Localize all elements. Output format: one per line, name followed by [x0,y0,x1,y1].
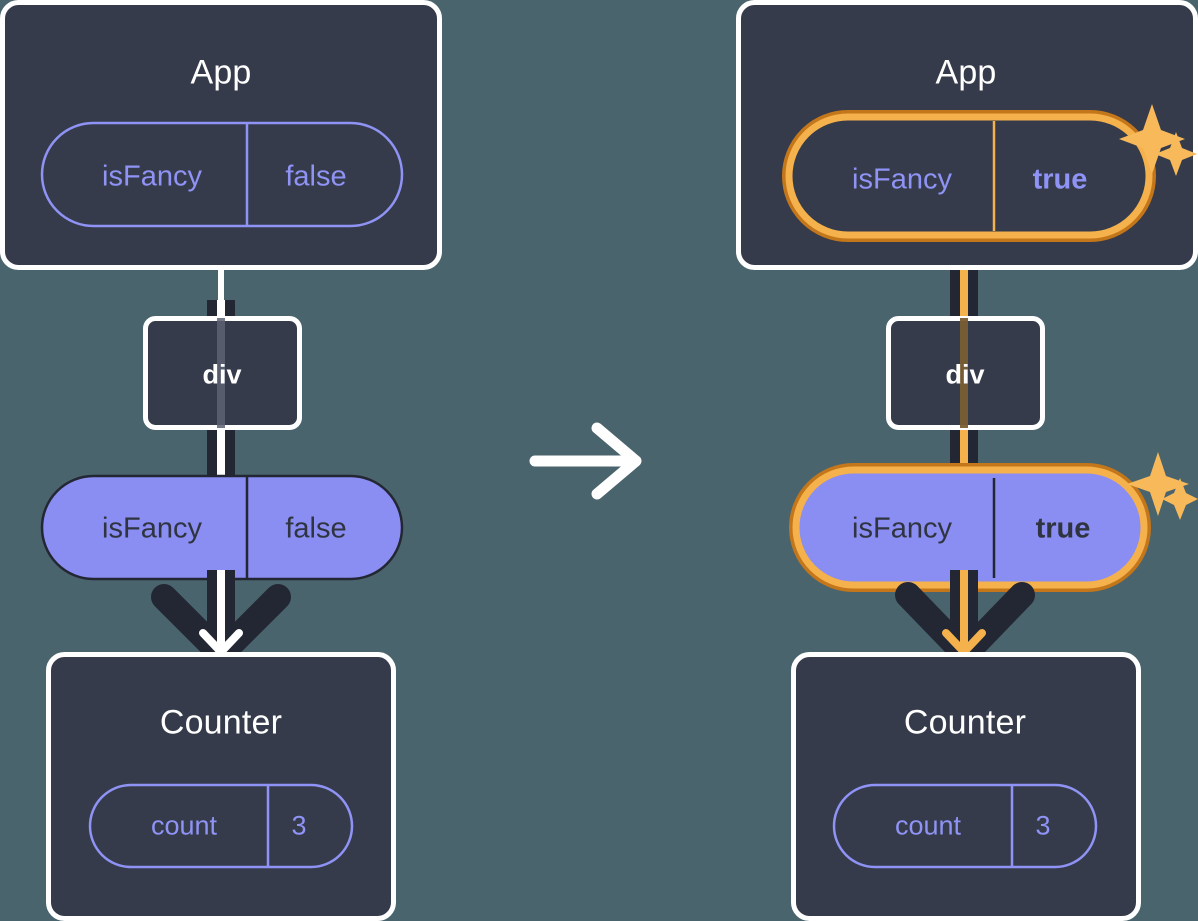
after-counter-state-value: 3 [1035,810,1051,841]
before-passed-prop-pill [40,474,404,581]
sparkle-small-app-icon [1155,132,1197,176]
before-app-prop-key: isFancy [102,160,202,193]
after-app-prop-key: isFancy [852,163,952,196]
after-div-title: div [945,359,985,390]
after-div-panel [886,316,1045,430]
before-div-title: div [202,359,242,390]
after-counter-panel [791,652,1141,921]
after-app-prop-value: true [1032,163,1088,196]
after-counter-state-pill [832,783,1098,869]
before-counter-title: Counter [159,703,283,742]
before-app-prop-value: false [285,160,347,193]
after-app-prop-pill [782,110,1156,242]
sparkle-large-app-icon [1119,104,1185,174]
before-counter-state-value: 3 [291,810,307,841]
after-passed-prop-pill [789,463,1151,592]
after-app-title: App [935,53,997,92]
sparkle-large-prop-icon [1127,452,1189,516]
before-app-panel [0,0,442,270]
after-prop-sparkles [1127,452,1198,520]
transition-arrow-icon [529,422,642,500]
before-counter-panel [46,652,396,921]
after-passed-prop-value: true [1035,512,1091,545]
after-counter-title: Counter [903,703,1027,742]
before-div-panel [143,316,302,430]
before-connector-app-to-div [218,262,224,324]
after-counter-state-key: count [894,810,962,841]
before-app-title: App [190,53,252,92]
before-counter-state-pill [88,783,354,869]
sparkle-small-prop-icon [1162,478,1198,520]
before-passed-prop-value: false [285,512,347,545]
after-app-sparkles [1119,104,1197,176]
before-app-prop-pill [40,121,404,228]
before-passed-prop-key: isFancy [102,512,202,545]
after-passed-prop-key: isFancy [852,512,952,545]
before-counter-state-key: count [150,810,218,841]
